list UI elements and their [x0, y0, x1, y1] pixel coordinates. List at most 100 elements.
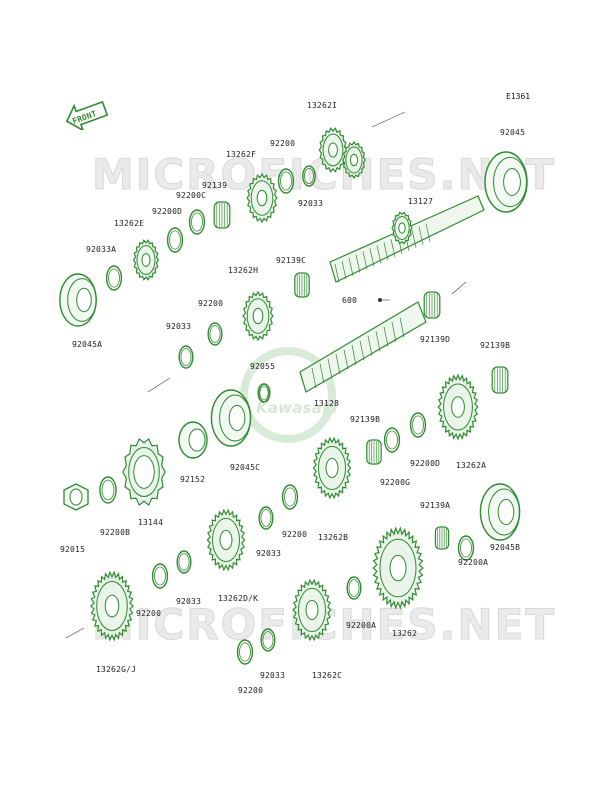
bearing-92045-race — [493, 156, 527, 208]
circlip-92033-mid — [178, 345, 194, 369]
shaft-13127-spline — [348, 257, 354, 276]
shaft-13127-spline — [376, 245, 382, 264]
circlip-92033a-inner — [108, 268, 120, 288]
washer-92200b-inner — [101, 479, 115, 501]
shaft-13127-spline — [411, 229, 417, 248]
shaft-13128-body — [299, 301, 427, 393]
shaft-13128-spline — [311, 367, 317, 389]
bearing-92045b-bore — [497, 498, 515, 526]
washer-92200-mid — [207, 322, 223, 346]
shaft-13127-spline — [418, 226, 424, 245]
part-label-92045c: 92045C — [230, 463, 261, 472]
part-label-13262: 13262 — [392, 629, 418, 638]
part-label-92200a: 92200A — [346, 621, 377, 630]
washer-92200d-right — [409, 412, 427, 438]
part-label-92200g: 92200G — [380, 478, 411, 487]
part-label-92033: 92033 — [176, 597, 202, 606]
shaft-13127-spline — [341, 260, 347, 279]
part-label-92033: 92033 — [298, 199, 324, 208]
gear-13262i — [318, 127, 348, 173]
part-label-92139b: 92139B — [480, 341, 511, 350]
diagram-code: E1361 — [506, 92, 531, 101]
shaft-13128-spline — [359, 340, 365, 361]
gear-13262f — [246, 172, 278, 224]
part-label-92200: 92200 — [270, 139, 296, 148]
circlip-92033a — [105, 265, 123, 291]
part-label-92045: 92045 — [500, 128, 526, 137]
bearing-92045c-race — [219, 394, 251, 442]
shaft-13128-spline — [383, 326, 389, 347]
leader-line — [451, 281, 467, 295]
part-label-92139b: 92139B — [350, 415, 381, 424]
shaft-13127-gear — [391, 211, 413, 245]
circlip-92033-top — [302, 165, 316, 187]
circlip-92033-top-inner — [303, 167, 314, 184]
washer-92200d-right-inner — [412, 415, 424, 435]
collar-92152-bore — [188, 428, 206, 452]
washer-92200a-right — [457, 535, 475, 561]
part-label-92139a: 92139A — [420, 501, 451, 510]
part-label-92139d: 92139D — [420, 335, 451, 344]
gear-13262dk — [206, 508, 246, 572]
circlip-92033-mid-inner — [180, 348, 192, 366]
washer-92200a-right-inner — [460, 538, 472, 558]
part-label-92139c: 92139C — [276, 256, 307, 265]
bearing-92045-bore — [503, 168, 521, 196]
shaft-13127-spline — [425, 223, 431, 242]
part-label-92200: 92200 — [238, 686, 264, 695]
part-label-92200a: 92200A — [458, 558, 489, 567]
washer-92200d — [166, 227, 184, 253]
part-label-600: 600 — [342, 296, 358, 305]
washer-92200-low-inner — [154, 566, 166, 586]
washer-92200g-inner — [386, 430, 398, 450]
front-arrow-icon — [65, 100, 109, 130]
kawasaki-logo-ring — [240, 347, 336, 443]
part-label-92200d: 92200D — [410, 459, 441, 468]
part-label-13128: 13128 — [314, 399, 340, 408]
washer-92200-bottom — [236, 639, 254, 665]
circlip-92033-right-inner — [260, 509, 272, 527]
part-label-92033a: 92033A — [86, 245, 117, 254]
part-label-13262h: 13262H — [228, 266, 259, 275]
washer-92200c — [188, 209, 206, 235]
washer-92200b — [99, 476, 117, 504]
shaft-13127-spline — [334, 263, 340, 283]
oring-92055 — [257, 383, 271, 403]
part-label-92045a: 92045A — [72, 340, 103, 349]
circlip-92033-bottom — [260, 628, 276, 652]
part-label-13262a: 13262A — [456, 461, 487, 470]
part-label-92033: 92033 — [260, 671, 286, 680]
circlip-92033-bottom-inner — [262, 631, 274, 649]
part-label-13262e: 13262E — [114, 219, 145, 228]
gear-13262i-rear — [342, 140, 366, 180]
part-label-13262i: 13262I — [307, 101, 338, 110]
washer-92200-mid-inner — [209, 325, 221, 343]
bearing-92045b-race — [488, 488, 520, 536]
part-label-92045b: 92045B — [490, 543, 521, 552]
part-label-92200: 92200 — [198, 299, 224, 308]
part-label-92200d: 92200D — [152, 207, 183, 216]
circlip-92033-right — [258, 506, 274, 530]
part-label-13262c: 13262C — [312, 671, 343, 680]
washer-92200-top — [277, 168, 295, 194]
part-label-13127: 13127 — [408, 197, 434, 206]
gear-13262c — [292, 578, 332, 642]
leader-line — [65, 627, 85, 639]
washer-92200a-low — [346, 576, 362, 600]
circlip-92033-low-inner — [178, 553, 190, 571]
shaft-13128-spline — [375, 331, 381, 352]
leader-line — [147, 377, 171, 393]
circlip-92033-low — [176, 550, 192, 574]
washer-92200-top-inner — [280, 171, 292, 191]
leader-line — [371, 111, 406, 128]
nut-92015-bore — [69, 488, 83, 506]
part-label-13262b: 13262B — [318, 533, 349, 542]
sprocket-13144 — [122, 437, 166, 507]
gear-13262a — [437, 373, 479, 441]
kawasaki-logo-text: Kawasaki — [256, 399, 338, 417]
washer-92200-bottom-inner — [239, 642, 251, 662]
bearing-92045a-race — [67, 278, 97, 322]
shaft-13128-spline — [327, 358, 333, 379]
washer-92200g — [383, 427, 401, 453]
